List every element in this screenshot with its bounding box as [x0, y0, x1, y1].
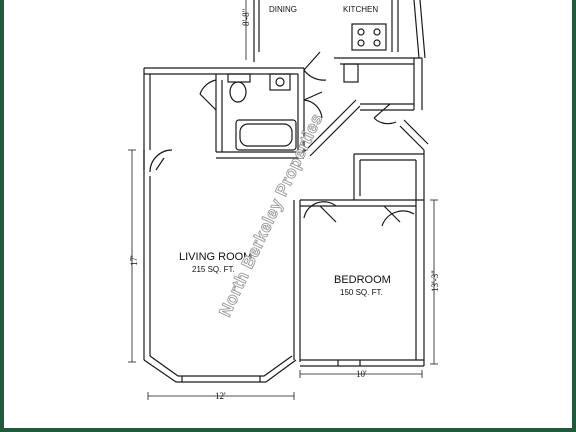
room-label-living: LIVING ROOM: [179, 251, 252, 263]
room-area-living: 215 SQ. FT.: [192, 265, 235, 274]
dim-dining-height: 8'-8": [241, 8, 251, 26]
dim-bedroom-height: 13'-3": [430, 270, 440, 292]
dim-bedroom-width: 10': [356, 369, 367, 379]
closet-walls: [303, 51, 429, 157]
room-label-bedroom: BEDROOM: [334, 274, 391, 286]
dining-kitchen-walls: [253, 0, 426, 62]
room-area-bedroom: 150 SQ. FT.: [340, 288, 383, 297]
bathtub-icon: [235, 119, 297, 151]
sink-icon: [269, 73, 291, 91]
dim-living-width: 12': [215, 391, 226, 401]
room-label-dining: DINING: [269, 5, 297, 14]
toilet-icon: [229, 81, 247, 103]
bathroom-walls: [143, 67, 305, 170]
floor-plan: DINING KITCHEN LIVING ROOM 215 SQ. FT. B…: [128, 0, 440, 401]
stove-icon: [351, 23, 387, 51]
dim-living-height: 17': [129, 255, 139, 266]
dimension-lines: [128, 0, 438, 400]
living-room-walls: [143, 149, 301, 383]
watermark: North Berkeley Properties: [215, 110, 326, 319]
room-label-kitchen: KITCHEN: [343, 5, 378, 14]
bedroom-walls: [300, 150, 425, 367]
